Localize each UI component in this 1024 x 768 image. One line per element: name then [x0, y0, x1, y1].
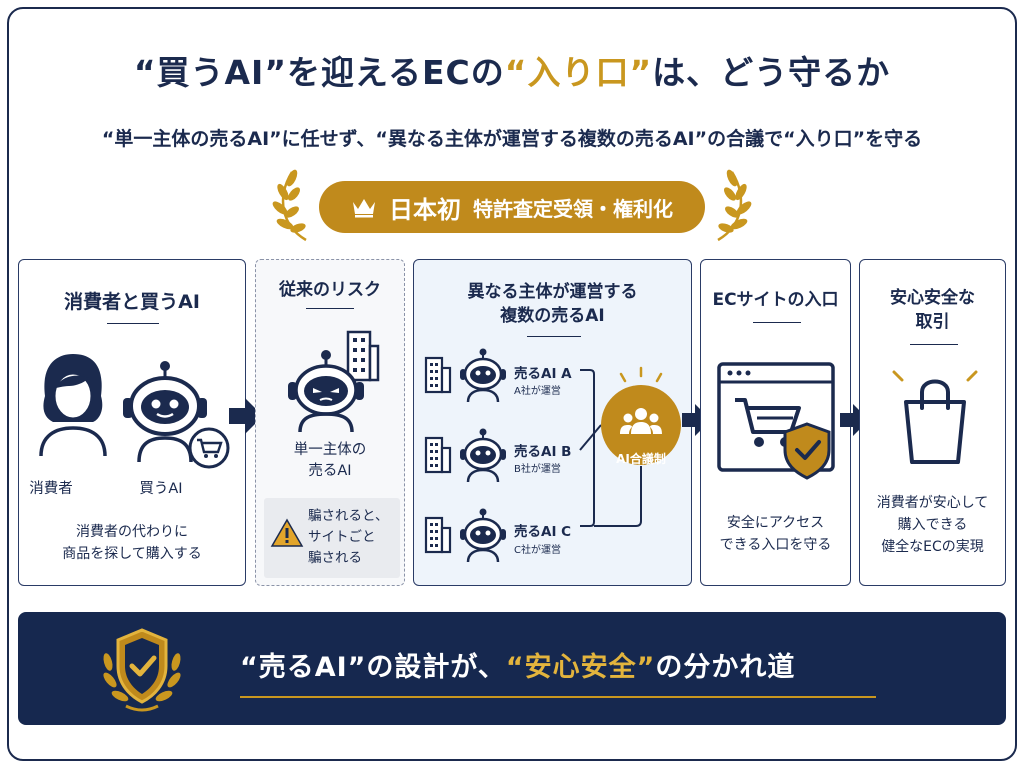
- seller-a-building-icon: [424, 356, 452, 394]
- title-highlight: “入り口”: [504, 53, 653, 92]
- banner-underline: [240, 696, 876, 698]
- laurel-left-icon: [272, 169, 307, 242]
- panel-sellers-title-line2: 複数の売るAI: [500, 306, 605, 326]
- panel-safe: 安心安全な 取引 消費者が安心して 購入できる 健全なECの実現: [859, 259, 1006, 586]
- consumer-desc-line2: 商品を探して購入する: [62, 546, 202, 562]
- entrance-desc-line1: 安全にアクセス: [726, 515, 825, 531]
- bottom-banner: [18, 612, 1006, 725]
- consensus-label: AI合議制: [616, 452, 666, 466]
- seller-a-operator: A社が運営: [514, 386, 561, 397]
- patent-badge: 日本初 特許査定受領・権利化: [319, 181, 705, 233]
- seller-b-operator: B社が運営: [514, 464, 561, 475]
- panel-safe-title-line1: 安心安全な: [890, 288, 975, 308]
- seller-c-robot-icon: [460, 508, 506, 563]
- badge-primary: 日本初: [389, 195, 461, 224]
- seller-c-name: 売るAI C: [514, 524, 572, 540]
- panel-safe-title-line2: 取引: [915, 312, 950, 332]
- arrow-right-icon: [229, 398, 263, 434]
- panel-risk: 従来のリスク 単一主体の 売るAI 騙されると、 サイトごと 騙される: [255, 259, 405, 586]
- panel-entrance: ECサイトの入口 安全にアクセス できる入口を守る: [700, 259, 851, 586]
- laurel-right-icon: [717, 169, 752, 242]
- page-subtitle: “単一主体の売るAI”に任せず、“異なる主体が運営する複数の売るAI”の合議で“…: [101, 128, 923, 150]
- building-icon: [346, 330, 380, 382]
- risk-warning-text: 騙されると、 サイトごと 騙される: [308, 508, 389, 566]
- safe-desc-line3: 健全なECの実現: [881, 539, 984, 555]
- warning-icon: [270, 518, 304, 547]
- seller-a-name: 売るAI A: [514, 366, 572, 382]
- group-people-icon: [620, 408, 662, 434]
- risk-robot-line1: 単一主体の: [293, 442, 367, 458]
- consensus-connector-lines: [579, 366, 663, 527]
- seller-a-robot-icon: [460, 348, 506, 403]
- entrance-desc-line2: できる入口を守る: [719, 537, 832, 553]
- banner-highlight: “安心安全”: [505, 652, 656, 683]
- crown-icon: [353, 199, 375, 218]
- arrow-right-icon: [682, 404, 711, 436]
- seller-b-name: 売るAI B: [514, 444, 572, 460]
- page-title: “買うAI”を迎えるECの“入り口”は、どう守るか: [133, 53, 891, 92]
- panel-entrance-title: ECサイトの入口: [712, 290, 839, 310]
- consumer-desc-line1: 消費者の代わりに: [76, 524, 188, 540]
- consumer-person-icon: [39, 354, 107, 457]
- panel-risk-title: 従来のリスク: [279, 280, 381, 300]
- panel-sellers-title-line1: 異なる主体が運営する: [467, 282, 638, 302]
- seller-c-building-icon: [424, 516, 452, 554]
- seller-b-building-icon: [424, 436, 452, 474]
- seller-c-operator: C社が運営: [514, 545, 561, 556]
- panel-consumer-title: 消費者と買うAI: [64, 291, 200, 313]
- badge-secondary: 特許査定受領・権利化: [473, 196, 673, 221]
- safe-desc-line2: 購入できる: [897, 517, 968, 533]
- safe-desc-line1: 消費者が安心して: [876, 495, 989, 511]
- ec-site-browser-icon: [717, 362, 835, 480]
- panel-sellers: 異なる主体が運営する 複数の売るAI 売るAI A A社が運営 売るAI B B…: [413, 259, 692, 586]
- buyer-ai-robot-icon: [123, 361, 230, 469]
- risk-robot-line2: 売るAI: [308, 463, 352, 479]
- seller-b-robot-icon: [460, 428, 506, 483]
- banner-text: “売るAI”の設計が、“安心安全”の分かれ道: [240, 652, 796, 683]
- buyer-ai-label: 買うAI: [139, 481, 183, 497]
- arrow-right-icon: [840, 404, 869, 436]
- panel-consumer: 消費者と買うAI 消費者 買うAI 消費者の代わりに 商品を探して購入する: [18, 259, 246, 586]
- seller-ai-robot-icon: [288, 350, 364, 433]
- shopping-bag-icon: [892, 370, 978, 464]
- shield-check-icon: [103, 628, 181, 712]
- consumer-label: 消費者: [29, 481, 73, 497]
